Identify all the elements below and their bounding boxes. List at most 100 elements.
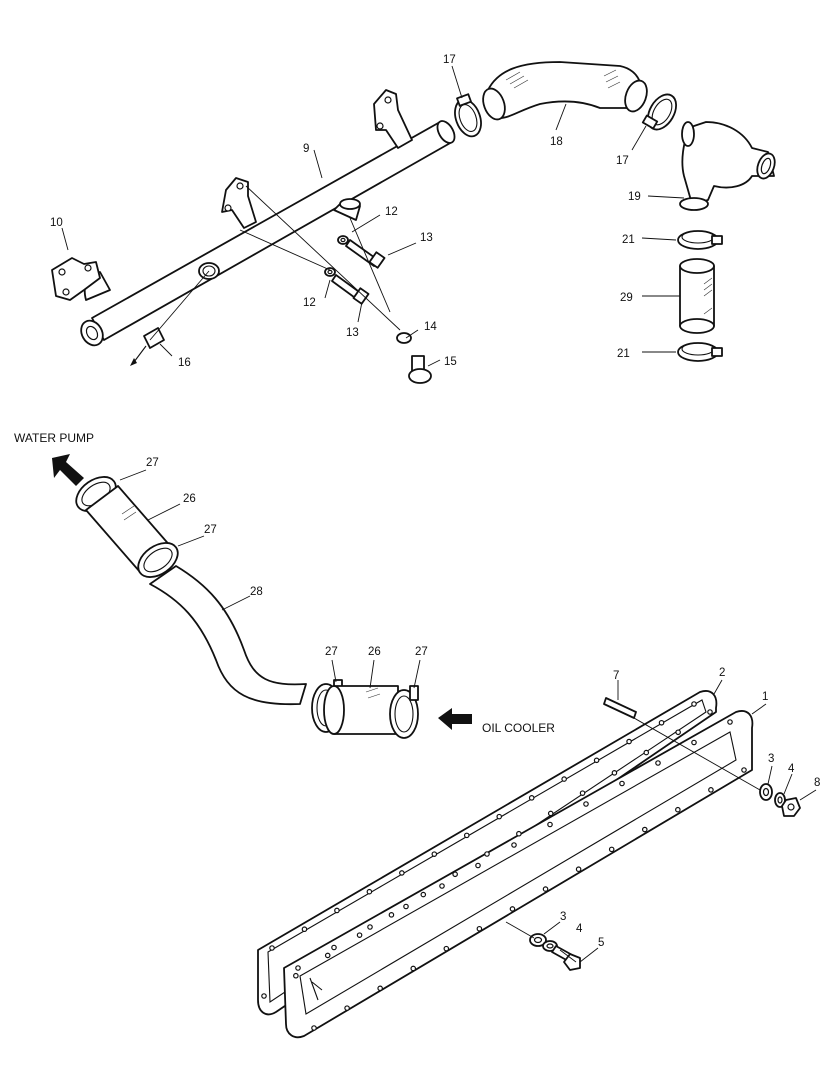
bolt-hole xyxy=(261,993,267,999)
callout-4-lower: 4 xyxy=(576,923,583,935)
thermostat-housing-19 xyxy=(647,121,776,211)
callout-3-upper: 3 xyxy=(768,753,774,765)
bolt-hole xyxy=(655,760,661,766)
manifold-pipe-9 xyxy=(51,89,456,347)
bolt-hole xyxy=(575,866,582,873)
callout-28: 28 xyxy=(250,586,263,598)
bolt-hole xyxy=(741,767,747,773)
temperature-sensor-16 xyxy=(130,327,165,366)
bolt-hole xyxy=(452,871,458,878)
bolt-hole xyxy=(344,1005,350,1011)
leader-lines-top xyxy=(61,149,441,367)
water-pump-arrow xyxy=(52,454,84,486)
cover-bolt-holes xyxy=(261,701,747,1031)
callout-8: 8 xyxy=(814,777,820,789)
callout-29: 29 xyxy=(620,292,633,304)
bolt-5 xyxy=(551,945,581,971)
bolt-hole xyxy=(691,701,697,707)
bolt-hole xyxy=(593,757,600,764)
bolt-hole xyxy=(410,965,417,972)
pipe-28 xyxy=(149,565,307,706)
callout-7: 7 xyxy=(613,670,619,682)
bolt-hole xyxy=(547,810,554,817)
bolt-hole xyxy=(516,830,522,837)
bolt-hole xyxy=(420,891,427,898)
hose-clamp-21-lower xyxy=(642,342,723,362)
cover-plate-1 xyxy=(283,710,754,1039)
seal-ring-14 xyxy=(396,332,412,344)
callout-18: 18 xyxy=(550,136,563,148)
callout-13-lower: 13 xyxy=(346,327,359,339)
callout-27-top: 27 xyxy=(146,457,159,469)
callout-4-upper: 4 xyxy=(788,763,795,775)
bolt-hole xyxy=(293,972,299,979)
bolt-hole xyxy=(269,945,275,951)
bolt-hole xyxy=(431,851,438,857)
bolt-13-lower xyxy=(324,267,370,305)
bolt-hole xyxy=(547,821,553,828)
bolt-hole xyxy=(583,801,589,807)
bolt-hole xyxy=(561,776,567,782)
bolt-hole xyxy=(611,770,618,776)
callout-19: 19 xyxy=(628,191,641,203)
water-pump-label: WATER PUMP xyxy=(14,431,94,445)
bolt-hole xyxy=(643,749,650,756)
washer-3-upper xyxy=(759,783,773,801)
bolt-hole xyxy=(675,806,681,813)
stud-7 xyxy=(603,680,761,791)
bolt-hole xyxy=(439,883,445,889)
callout-9: 9 xyxy=(303,143,309,155)
bolt-hole xyxy=(324,952,331,959)
bolt-hole xyxy=(388,912,395,918)
bolt-hole xyxy=(658,719,665,726)
callout-17-lower: 17 xyxy=(616,155,629,167)
bolt-hole xyxy=(311,1025,317,1031)
leader-lines-cover xyxy=(505,679,817,963)
bolt-hole xyxy=(707,709,713,715)
lock-washer-4-upper xyxy=(774,792,786,808)
bolt-hole xyxy=(403,903,409,910)
bolt-hole xyxy=(579,790,586,796)
callout-16: 16 xyxy=(178,357,191,369)
bolt-hole xyxy=(367,924,373,930)
callout-15: 15 xyxy=(444,356,457,368)
bolt-hole xyxy=(509,906,516,912)
bolt-hole xyxy=(475,862,481,869)
hose-18 xyxy=(482,61,648,121)
bolt-hole xyxy=(528,795,535,801)
callout-21-upper: 21 xyxy=(622,234,635,246)
bolt-hole xyxy=(463,832,470,839)
callout-12-lower: 12 xyxy=(303,297,316,309)
leader-lines-hose xyxy=(451,65,647,151)
bolt-hole xyxy=(377,985,383,992)
hose-26-lower xyxy=(323,685,399,735)
bolt-hole xyxy=(675,729,681,736)
bolt-hole xyxy=(301,926,308,933)
bolt-hole xyxy=(619,780,625,787)
bolt-hole xyxy=(641,826,648,833)
hose-clamp-17-right xyxy=(641,93,677,131)
callout-26-upper: 26 xyxy=(183,493,196,505)
callout-27-lower-right: 27 xyxy=(415,646,428,658)
callout-27-mid: 27 xyxy=(204,524,217,536)
bolt-hole xyxy=(708,787,714,793)
callout-1: 1 xyxy=(762,691,768,703)
bolt-hole xyxy=(727,719,733,725)
callout-12-upper: 12 xyxy=(385,206,398,218)
callout-13-upper: 13 xyxy=(420,232,433,244)
hose-clamp-27-mid xyxy=(137,542,179,578)
drain-plug-15 xyxy=(408,355,432,384)
bolt-hole xyxy=(511,842,517,848)
callout-14: 14 xyxy=(424,321,437,333)
bolt-hole xyxy=(626,738,632,745)
callout-10: 10 xyxy=(50,217,63,229)
hose-sleeve-29 xyxy=(642,258,715,334)
nut-8 xyxy=(781,797,801,817)
callout-5: 5 xyxy=(598,937,604,949)
callout-21-lower: 21 xyxy=(617,348,630,360)
bolt-hole xyxy=(476,925,483,932)
bolt-hole xyxy=(334,907,340,914)
bolt-hole xyxy=(366,888,373,895)
